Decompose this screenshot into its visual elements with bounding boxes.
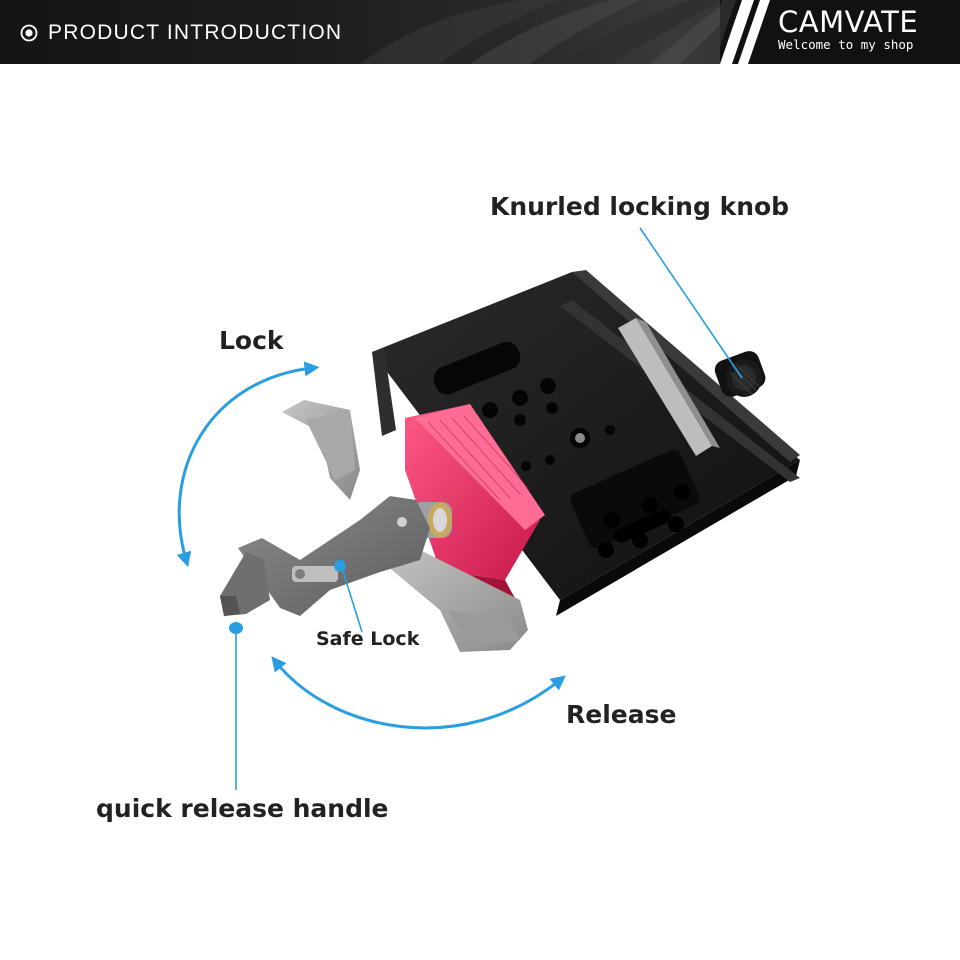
quick-release-handle xyxy=(220,400,528,652)
safe-lock-leader-line xyxy=(341,567,363,633)
knob-label: Knurled locking knob xyxy=(490,192,790,221)
header-banner: PRODUCT INTRODUCTION CAMVATE Welcome to … xyxy=(0,0,960,64)
handle-label: quick release handle xyxy=(96,794,389,823)
knob-leader-line xyxy=(639,227,743,379)
brand-stripes xyxy=(720,0,770,64)
brand-block: CAMVATE Welcome to my shop xyxy=(720,0,960,64)
section-title: PRODUCT INTRODUCTION xyxy=(48,21,343,44)
release-label: Release xyxy=(566,700,677,729)
brand-tagline: Welcome to my shop xyxy=(778,37,914,52)
brand-logo: CAMVATE xyxy=(778,5,919,39)
lock-arrow xyxy=(176,361,320,568)
section-heading: PRODUCT INTRODUCTION xyxy=(20,19,342,47)
safe-lock-label: Safe Lock xyxy=(316,628,420,650)
lock-label: Lock xyxy=(219,326,284,355)
target-icon xyxy=(20,24,38,42)
release-arrow xyxy=(271,656,566,730)
right-scale-strip xyxy=(618,318,720,456)
